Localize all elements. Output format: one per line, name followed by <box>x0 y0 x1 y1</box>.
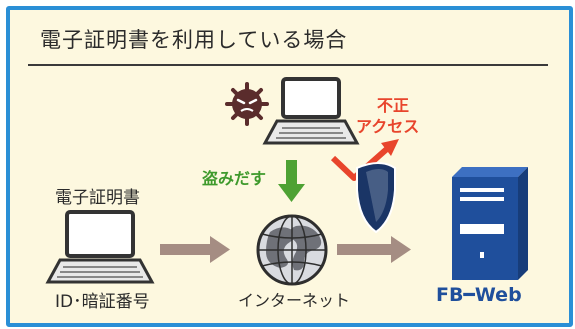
steal-label: 盗みだす <box>202 169 267 188</box>
unauthorized-label-line1: 不正 <box>377 96 410 115</box>
flow-arrow-to-server <box>337 236 411 263</box>
server-label: FB━Web <box>436 284 522 306</box>
unauthorized-label-line2: アクセス <box>356 117 420 136</box>
certificate-label: 電子証明書 <box>55 188 140 208</box>
flow-arrow-to-internet <box>160 236 230 263</box>
attacker-laptop-icon <box>262 77 360 145</box>
credentials-label: ID･暗証番号 <box>55 292 150 312</box>
steal-arrow <box>278 160 305 202</box>
user-laptop-icon <box>45 210 155 284</box>
internet-label: インターネット <box>238 291 351 310</box>
virus-icon <box>225 82 269 126</box>
server-icon <box>452 167 528 280</box>
title-divider <box>28 64 548 66</box>
diagram-title: 電子証明書を利用している場合 <box>40 28 348 52</box>
globe-icon <box>256 214 328 286</box>
shield-icon <box>356 162 396 234</box>
attack-arrow <box>330 139 399 181</box>
